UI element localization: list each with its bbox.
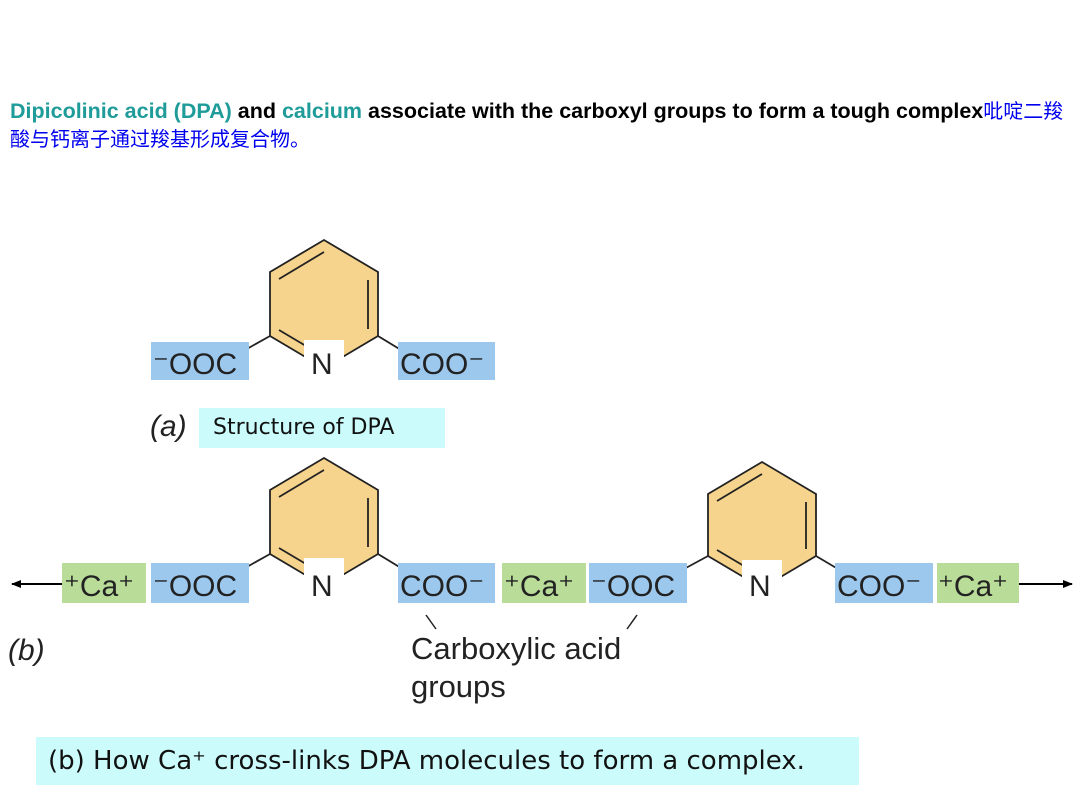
carboxyl-box-left	[151, 342, 249, 380]
nitrogen-mask	[304, 558, 344, 598]
ring-double-bond	[716, 473, 763, 502]
bond-left	[244, 335, 271, 351]
carboxylate-right: COO⁻	[400, 570, 484, 603]
bond-left	[683, 555, 709, 570]
heading-and: and	[231, 99, 282, 123]
part-label-b: (b)	[8, 634, 45, 667]
annotation-leader-left	[425, 614, 437, 630]
bond-left	[244, 553, 271, 569]
part-label-a: (a)	[150, 410, 187, 443]
caption-a: Structure of DPA	[199, 408, 445, 448]
calcium-box	[502, 563, 586, 603]
ring-double-bond	[278, 251, 325, 280]
calcium-ion: ⁺Ca⁺	[938, 570, 1008, 603]
carboxyl-box-right	[398, 342, 495, 380]
nitrogen-mask	[304, 340, 344, 380]
heading-chinese: 吡啶二羧酸与钙离子通过羧基形成复合物。	[10, 99, 1064, 151]
nitrogen-mask	[742, 560, 782, 600]
caption-b: (b) How Ca⁺ cross-links DPA molecules to…	[36, 737, 859, 785]
carboxyl-box	[151, 563, 249, 603]
slide-heading: Dipicolinic acid (DPA) and calcium assoc…	[10, 97, 1070, 153]
heading-rest: associate with the carboxyl groups to fo…	[362, 99, 984, 123]
ring-double-bond	[278, 547, 307, 565]
carboxyl-box	[835, 563, 933, 603]
carboxylate-left: ⁻OOC	[591, 570, 675, 603]
carboxylate-right: COO⁻	[400, 348, 484, 381]
calcium-box	[62, 563, 146, 603]
annotation-line-2: groups	[411, 669, 506, 704]
carboxyl-box	[398, 563, 495, 603]
nitrogen-label: N	[311, 348, 333, 381]
carboxylate-left: ⁻OOC	[153, 570, 237, 603]
calcium-ion: ⁺Ca⁺	[504, 570, 574, 603]
bond-right	[377, 335, 402, 351]
dpa-chain-b: ⁺Ca⁺ ⁺Ca⁺ ⁺Ca⁺ ⁻OOC N COO⁻ ⁻OOC N COO⁻	[11, 456, 1073, 630]
calcium-box	[937, 563, 1019, 603]
carboxylic-acid-annotation: Carboxylic acid groups	[411, 630, 621, 706]
carboxylate-left: ⁻OOC	[153, 348, 237, 381]
carboxylate-right: COO⁻	[837, 570, 921, 603]
bond-right	[377, 553, 402, 569]
heading-dpa: Dipicolinic acid (DPA)	[10, 99, 232, 123]
carboxyl-box	[589, 563, 687, 603]
dpa-molecule-a: ⁻OOC N COO⁻	[151, 238, 495, 381]
nitrogen-label: N	[311, 570, 333, 603]
calcium-ion: ⁺Ca⁺	[64, 570, 134, 603]
annotation-line-1: Carboxylic acid	[411, 631, 622, 666]
annotation-leader-right	[626, 614, 638, 630]
bond-right	[815, 555, 839, 570]
heading-calcium: calcium	[281, 99, 363, 123]
nitrogen-label: N	[749, 570, 771, 603]
ring-double-bond	[278, 469, 325, 498]
ring-double-bond	[716, 549, 745, 567]
ring-double-bond	[278, 329, 307, 347]
